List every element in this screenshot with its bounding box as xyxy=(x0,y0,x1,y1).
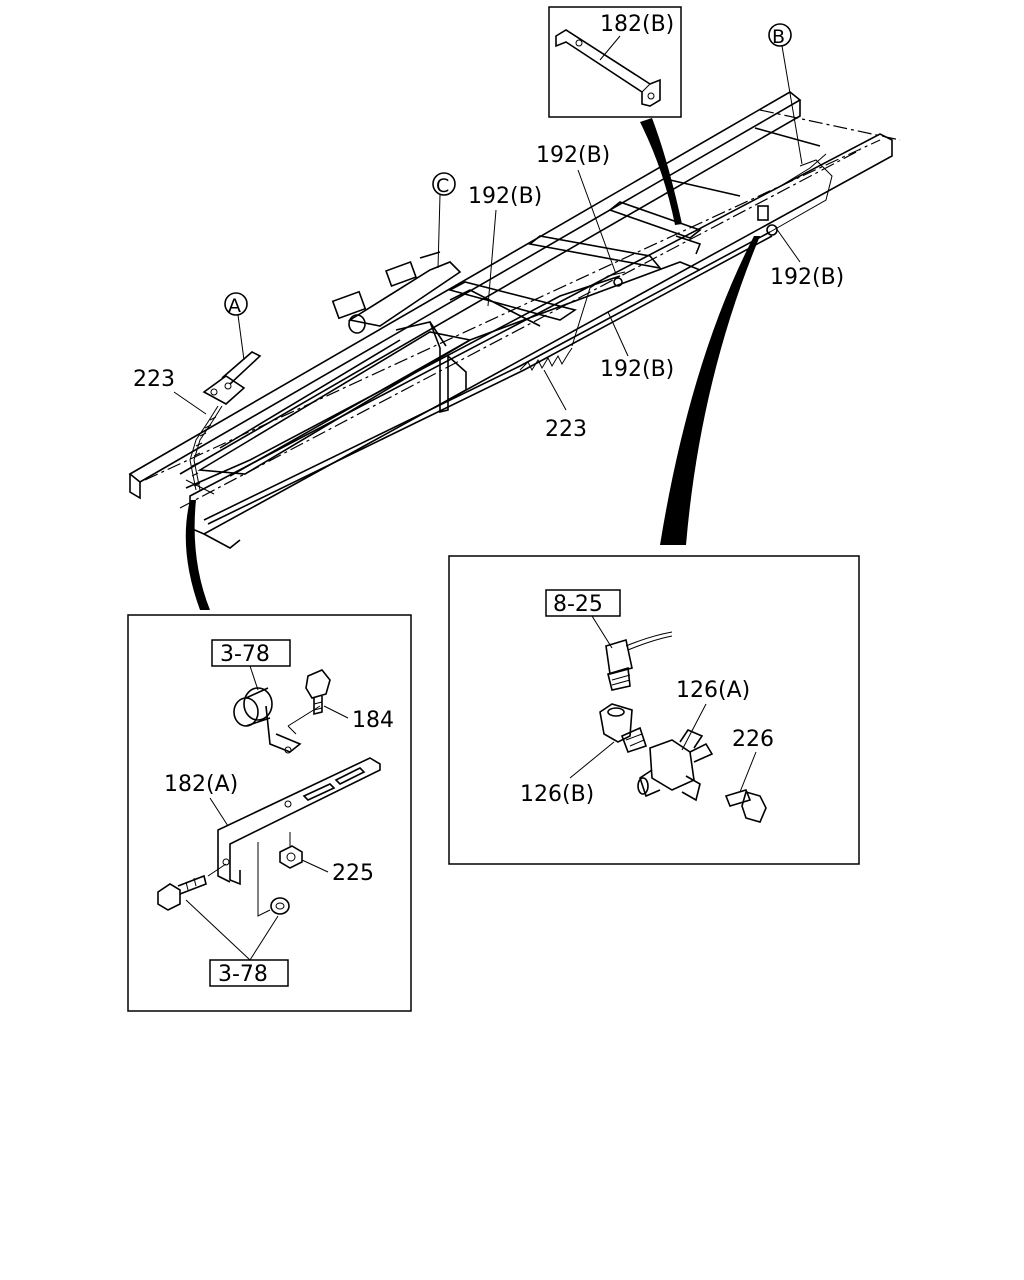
inset-left: 3-78 184 182(A) 225 xyxy=(127,614,412,1012)
hose-223-left xyxy=(185,351,262,495)
chassis-frame xyxy=(128,91,901,549)
label-223-left: 223 xyxy=(133,367,175,392)
label-184: 184 xyxy=(352,708,394,733)
label-ref-a: A xyxy=(228,295,241,317)
label-ref-c: C xyxy=(436,175,449,197)
pointer-wedge-top xyxy=(640,118,682,225)
label-box-3-78-top: 3-78 xyxy=(220,642,270,667)
label-192b-4: 192(B) xyxy=(600,357,674,382)
label-192b-1: 192(B) xyxy=(536,143,610,168)
label-192b-3: 192(B) xyxy=(770,265,844,290)
inset-182b: 182(B) xyxy=(548,6,682,118)
inset-right: 8-25 126(B) 126(A) 226 xyxy=(448,555,860,865)
label-126b: 126(B) xyxy=(520,782,594,807)
label-182a: 182(A) xyxy=(164,772,238,797)
label-225: 225 xyxy=(332,861,374,886)
ref-b-callout: B xyxy=(768,23,803,165)
label-226: 226 xyxy=(732,727,774,752)
label-ref-b: B xyxy=(772,26,785,48)
label-223-mid: 223 xyxy=(545,417,587,442)
pointer-wedge-left xyxy=(185,500,210,610)
label-box-8-25: 8-25 xyxy=(553,592,603,617)
ref-a-callout: A xyxy=(224,292,248,361)
label-192b-2: 192(B) xyxy=(468,184,542,209)
label-box-3-78-bottom: 3-78 xyxy=(218,962,268,987)
label-182b-top: 182(B) xyxy=(600,12,674,37)
label-126a: 126(A) xyxy=(676,678,750,703)
pointer-wedge-right xyxy=(660,236,760,545)
ref-c-callout: C xyxy=(432,172,456,269)
